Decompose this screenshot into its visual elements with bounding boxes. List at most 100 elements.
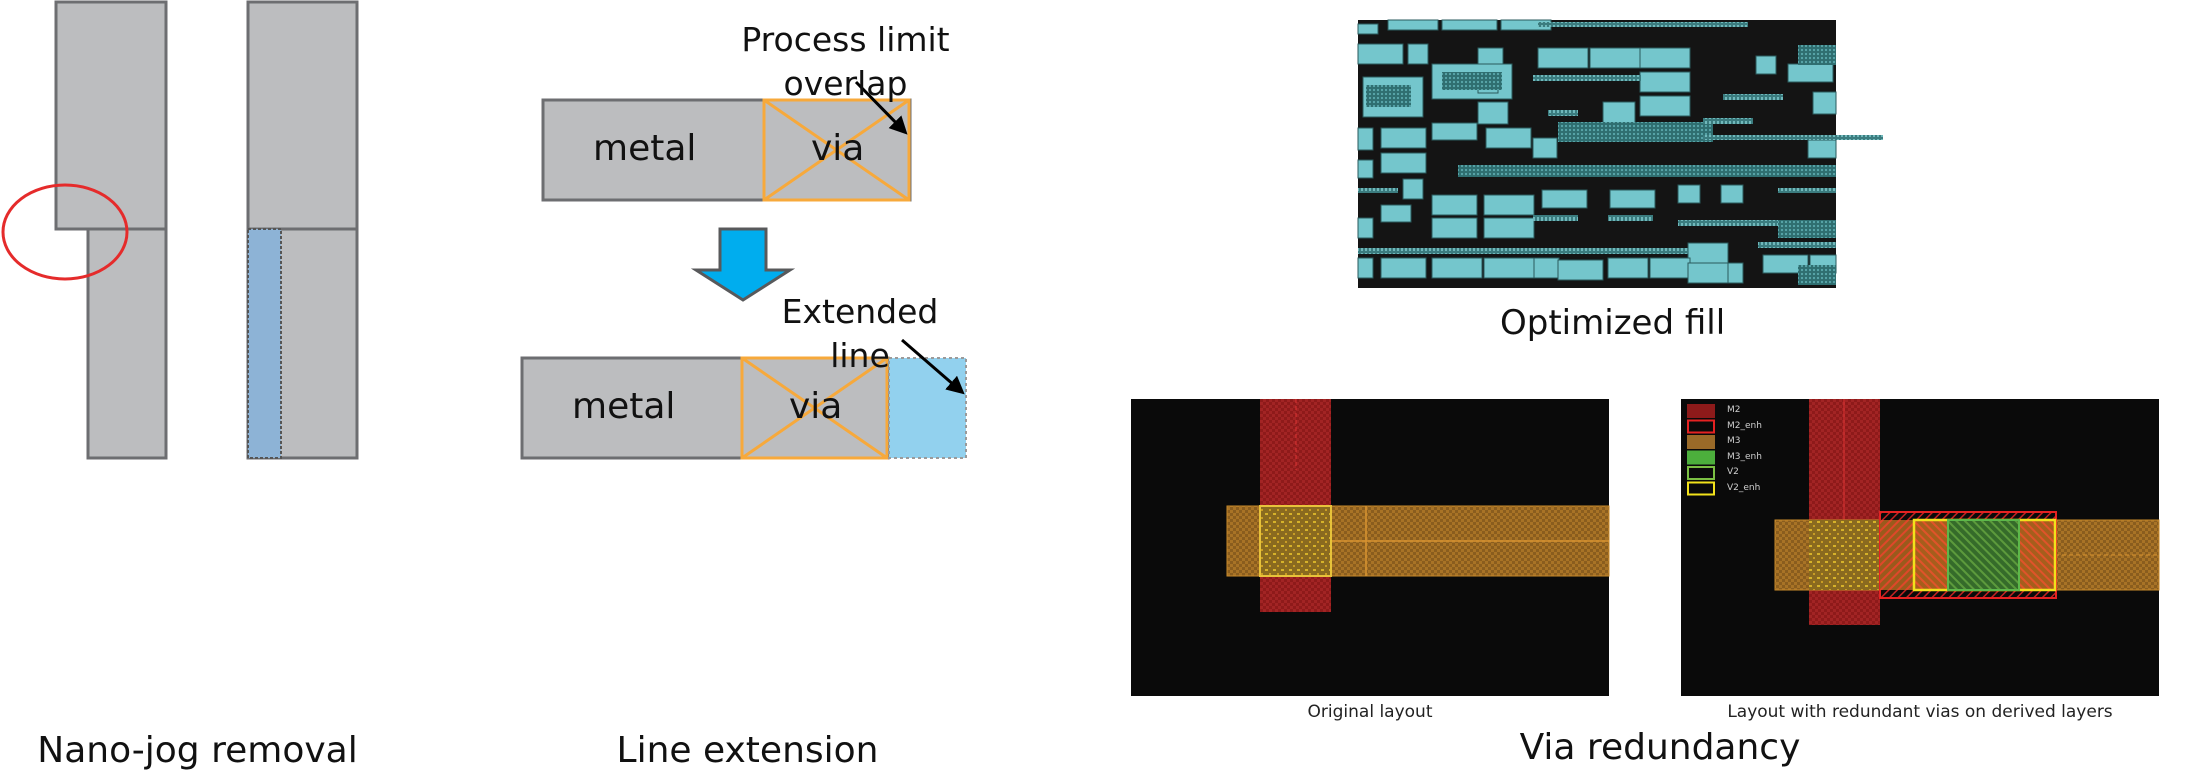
fill-block — [1407, 43, 1429, 65]
fill-block — [1639, 47, 1691, 69]
extended-line-line2: line — [830, 336, 890, 375]
wire-segment — [1703, 135, 1883, 140]
redundant-layout-caption: Layout with redundant vias on derived la… — [1727, 702, 2113, 722]
fill-block — [1677, 184, 1701, 204]
fill-block — [1720, 184, 1744, 204]
legend-swatch-m3-enh — [1687, 450, 1715, 465]
legend-label-v2-enh: V2_enh — [1727, 482, 1761, 493]
fill-block — [1812, 91, 1837, 115]
fill-block — [1441, 19, 1498, 31]
original-layout-image — [1131, 399, 1610, 696]
wire-segment — [1358, 248, 1688, 254]
original-layout-caption: Original layout — [1307, 702, 1433, 722]
via-label-after: via — [789, 386, 843, 427]
process-limit-line2: overlap — [783, 64, 908, 103]
wire-segment — [1608, 215, 1653, 221]
legend-label-m3-enh: M3_enh — [1727, 451, 1762, 462]
lower-metal-segment — [86, 227, 168, 460]
mesh-fill-block — [1778, 220, 1836, 238]
fill-block — [1357, 43, 1404, 65]
wire-segment — [1723, 94, 1783, 100]
fill-block — [1380, 204, 1412, 223]
fill-block — [1485, 127, 1532, 149]
wire-segment — [1358, 188, 1398, 193]
extended-line-region — [888, 357, 967, 459]
legend-swatch-m2 — [1687, 404, 1715, 418]
fill-block — [1431, 194, 1478, 216]
via-after — [740, 356, 889, 460]
fill-block — [1380, 127, 1427, 149]
fill-block — [1387, 19, 1439, 31]
filled-jog-region — [247, 228, 282, 459]
fill-block — [1357, 23, 1379, 35]
nano-jog-diagram — [1, 0, 359, 460]
legend-label-m2-enh: M2_enh — [1727, 420, 1762, 431]
layer-legend — [1687, 404, 1715, 496]
wire-segment — [1548, 110, 1578, 116]
extended-line-line1: Extended — [781, 292, 939, 331]
jog-highlight-circle — [1, 183, 129, 281]
fill-block — [1477, 101, 1509, 125]
optimized-fill-image — [1357, 19, 1883, 288]
nano-jog-caption: Nano-jog removal — [37, 730, 358, 771]
process-limit-arrow — [854, 80, 908, 135]
wire-segment — [1538, 22, 1748, 27]
via-before — [762, 98, 911, 202]
fill-block — [1357, 217, 1374, 239]
fill-block — [1541, 189, 1588, 209]
fill-block — [1639, 71, 1691, 93]
transform-arrow-icon — [690, 227, 796, 302]
fill-block — [1431, 257, 1483, 279]
upper-metal-segment-fixed — [246, 0, 359, 231]
line-extension-caption: Line extension — [616, 730, 879, 771]
legend-swatch-m2-enh — [1687, 419, 1715, 434]
fill-block — [1607, 257, 1649, 279]
fill-block — [1380, 257, 1427, 279]
metal-after — [520, 356, 890, 460]
fill-block — [1483, 194, 1535, 216]
via-redundancy-caption: Via redundancy — [1519, 727, 1801, 768]
extended-line-arrow — [901, 338, 965, 395]
mesh-fill-block — [1458, 165, 1836, 177]
legend-label-m2: M2 — [1727, 405, 1741, 415]
mesh-fill-block — [1366, 85, 1411, 107]
legend-swatch-v2-enh — [1687, 481, 1715, 496]
fill-block — [1532, 137, 1558, 159]
v2-via-original — [1809, 520, 1880, 590]
wire-segment — [1778, 188, 1836, 193]
fill-block — [1762, 254, 1809, 274]
legend-swatch-m3 — [1687, 435, 1715, 449]
fill-block — [1755, 55, 1777, 75]
fill-block — [1431, 217, 1478, 239]
legend-label-m3: M3 — [1727, 436, 1741, 446]
fill-block — [1609, 189, 1656, 209]
legend-label-v2: V2 — [1727, 467, 1739, 477]
fill-shapes — [1357, 19, 1883, 285]
metal-label-after: metal — [572, 386, 676, 427]
fill-block — [1727, 262, 1744, 284]
fill-block — [1537, 47, 1589, 69]
via-label-before: via — [811, 128, 865, 169]
fill-block — [1557, 259, 1604, 281]
wire-segment — [1533, 215, 1578, 221]
v2-via — [1259, 505, 1332, 577]
fill-block — [1402, 178, 1424, 200]
mesh-fill-block — [1558, 122, 1713, 142]
line-extension-diagram — [520, 80, 967, 460]
fill-block — [1357, 127, 1374, 151]
optimized-fill-caption: Optimized fill — [1500, 303, 1726, 343]
m3-enh-region — [1947, 519, 2020, 591]
fill-block — [1380, 152, 1427, 174]
fill-block — [1357, 257, 1374, 279]
mesh-fill-block — [1798, 45, 1836, 65]
metal-label-before: metal — [593, 128, 697, 169]
wire-segment — [1758, 242, 1836, 248]
redundant-layout-image — [1681, 399, 2160, 696]
wire-segment — [1533, 75, 1641, 81]
extended-line-annotation: Extended line — [780, 290, 940, 378]
fill-block — [1483, 217, 1535, 239]
wire-segment — [1703, 118, 1753, 124]
process-limit-annotation: Process limit overlap — [738, 18, 953, 106]
fill-block — [1431, 122, 1478, 141]
